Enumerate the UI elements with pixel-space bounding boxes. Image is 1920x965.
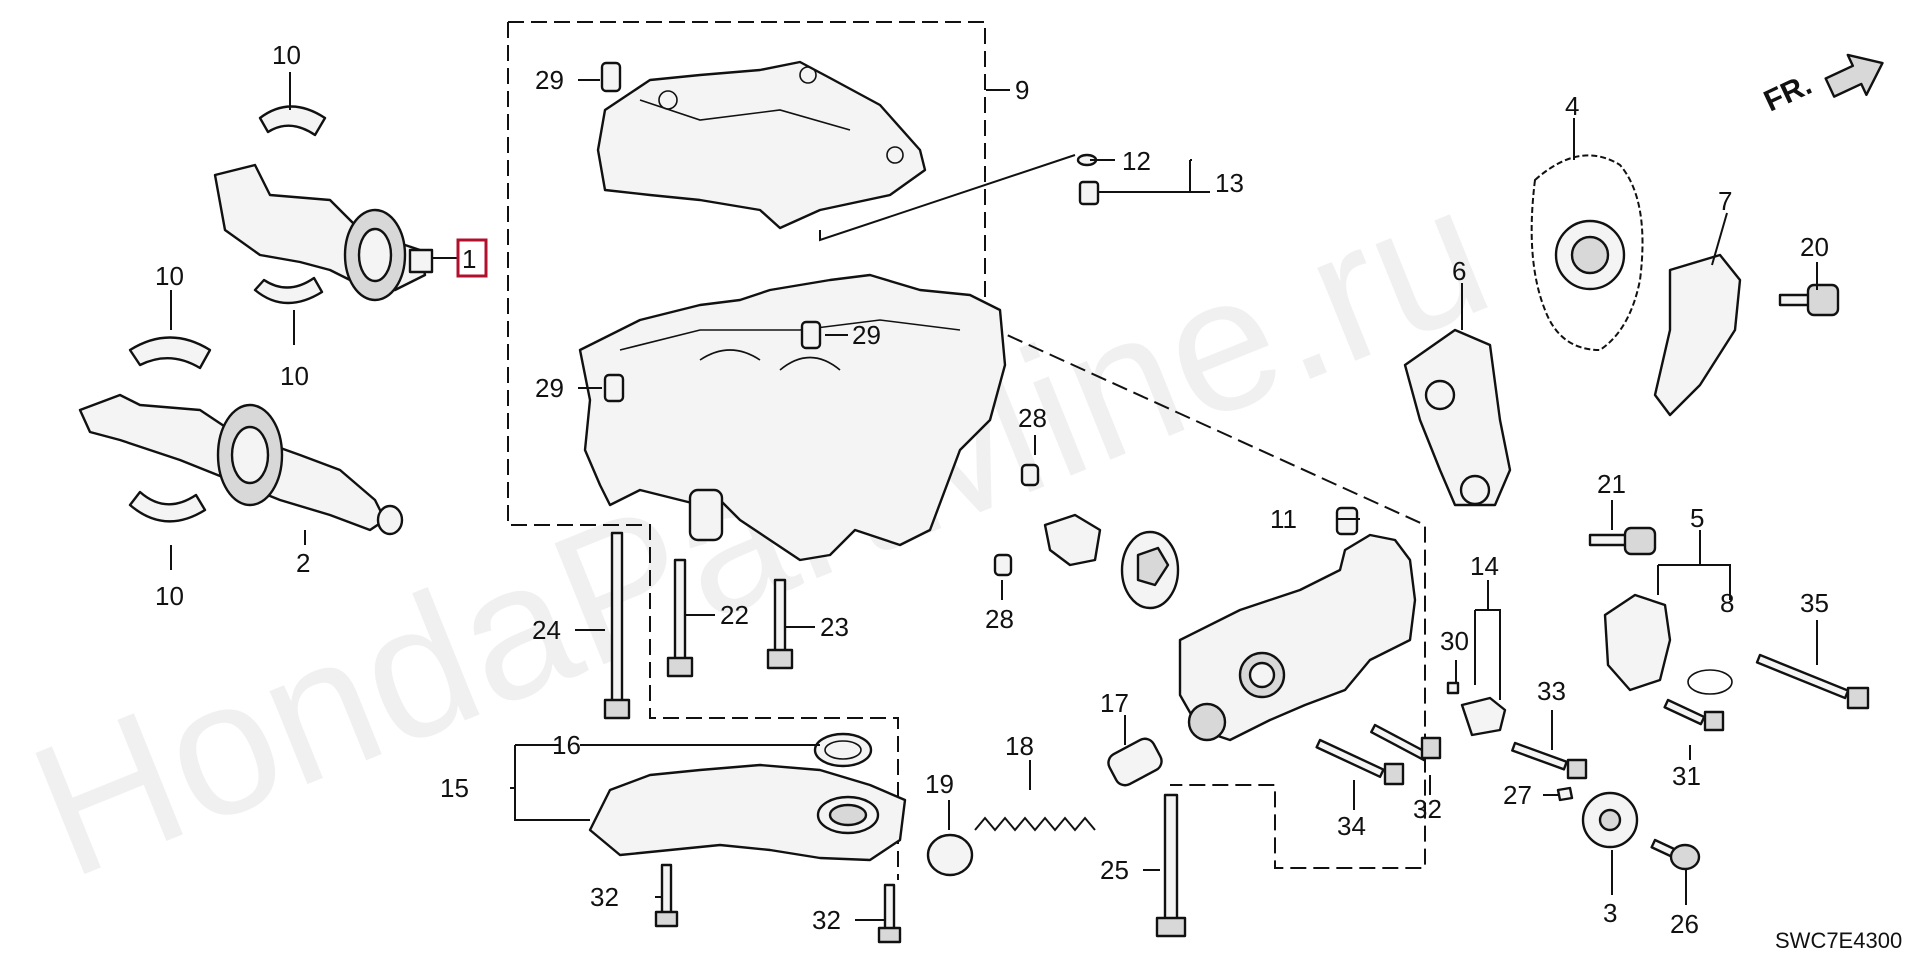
chain-tensioner [1603,593,1672,692]
bolt-34 [1315,738,1405,786]
bolt-22 [666,558,694,678]
relief-valve-piston [1107,737,1163,787]
callout-16[interactable]: 16 [552,730,581,760]
callout-29-c[interactable]: 29 [535,373,564,403]
leader-9-lower [819,154,1076,242]
callout-8[interactable]: 8 [1720,588,1734,618]
callout-32-a[interactable]: 32 [590,882,619,912]
bolt-25 [1155,793,1187,938]
pump-rotor-outer [1120,530,1180,610]
sealing-bolt [926,833,974,877]
callout-30[interactable]: 30 [1440,626,1469,656]
bolt-23 [766,578,794,670]
callout-27[interactable]: 27 [1503,780,1532,810]
callout-18[interactable]: 18 [1005,731,1034,761]
balancer-housing-upper [596,60,927,230]
callout-6[interactable]: 6 [1452,256,1466,286]
leader-lines [170,72,1818,921]
callout-14[interactable]: 14 [1470,551,1499,581]
balancer-shaft-2 [78,393,404,536]
callout-21[interactable]: 21 [1597,469,1626,499]
callout-22[interactable]: 22 [720,600,749,630]
bolt-32b [877,883,902,944]
bolt-26 [1650,838,1701,871]
oil-strainer [588,763,907,862]
callout-2[interactable]: 2 [296,548,310,578]
callout-1[interactable]: 1 [462,244,476,274]
callout-28-a[interactable]: 28 [1018,403,1047,433]
dowel-29b [800,320,822,350]
callout-3[interactable]: 3 [1603,898,1617,928]
callout-26[interactable]: 26 [1670,909,1699,939]
callout-7[interactable]: 7 [1718,186,1732,216]
callout-34[interactable]: 34 [1337,811,1366,841]
bolt-31 [1663,698,1725,732]
relief-valve-spring [974,816,1096,832]
callout-32-c[interactable]: 32 [1413,794,1442,824]
direction-label: FR. [1759,68,1817,118]
bearing-shell-upper-2 [128,336,212,370]
callout-33[interactable]: 33 [1537,676,1566,706]
plug-13 [1078,180,1100,206]
callout-9[interactable]: 9 [1015,75,1029,105]
callout-20[interactable]: 20 [1800,232,1829,262]
oil-pump-chain [1530,154,1644,352]
callout-10-c[interactable]: 10 [280,361,309,391]
callout-17[interactable]: 17 [1100,688,1129,718]
bearing-shell-lower-1 [253,276,324,305]
callout-31[interactable]: 31 [1672,761,1701,791]
callout-10-d[interactable]: 10 [155,581,184,611]
chain-guide [1653,253,1742,417]
callout-24[interactable]: 24 [532,615,561,645]
callout-35[interactable]: 35 [1800,588,1829,618]
callout-13[interactable]: 13 [1215,168,1244,198]
callout-23[interactable]: 23 [820,612,849,642]
pump-drive-gear [1043,513,1102,567]
callout-19[interactable]: 19 [925,769,954,799]
balancer-shaft-1 [213,163,434,302]
bolt-20 [1778,283,1840,317]
callout-29-a[interactable]: 29 [535,65,564,95]
oil-pump-body [1178,533,1417,742]
callout-4[interactable]: 4 [1565,91,1579,121]
dowel-28b [993,553,1013,577]
dowel-28a [1020,463,1040,487]
dowel-29c [603,373,625,403]
dowel-29a [600,61,622,93]
bolt-32c [1370,723,1442,762]
bearing-shell-upper-1 [258,105,327,137]
bolt-32a [654,863,679,928]
bolt-21 [1588,526,1657,556]
callout-29-b[interactable]: 29 [852,320,881,350]
key-27 [1556,786,1574,802]
callout-15[interactable]: 15 [440,773,469,803]
dowel-11 [1335,506,1359,536]
chain-tensioner-arm [1403,328,1512,507]
pump-sprocket [1581,791,1639,849]
bolt-24 [603,531,631,720]
balancer-housing-lower [578,273,1007,562]
bolt-33 [1511,741,1588,780]
callout-28-b[interactable]: 28 [985,604,1014,634]
callout-25[interactable]: 25 [1100,855,1129,885]
callout-12[interactable]: 12 [1122,146,1151,176]
front-direction-arrow: FR. [1759,53,1884,118]
callout-11[interactable]: 11 [1270,504,1297,534]
diagram-code: SWC7E4300 [1775,928,1902,953]
callout-5[interactable]: 5 [1690,503,1704,533]
callout-10-b[interactable]: 10 [155,261,184,291]
pin-30 [1446,681,1460,695]
callout-32-b[interactable]: 32 [812,905,841,935]
strainer-seal [813,732,873,768]
highlight-box [456,238,488,278]
solenoid-14 [1460,696,1507,737]
bearing-shell-lower-2 [128,490,207,523]
snap-ring-8 [1687,669,1733,695]
bolt-35 [1755,653,1870,710]
callout-10-a[interactable]: 10 [272,40,301,70]
assembly-outline [507,21,1426,880]
